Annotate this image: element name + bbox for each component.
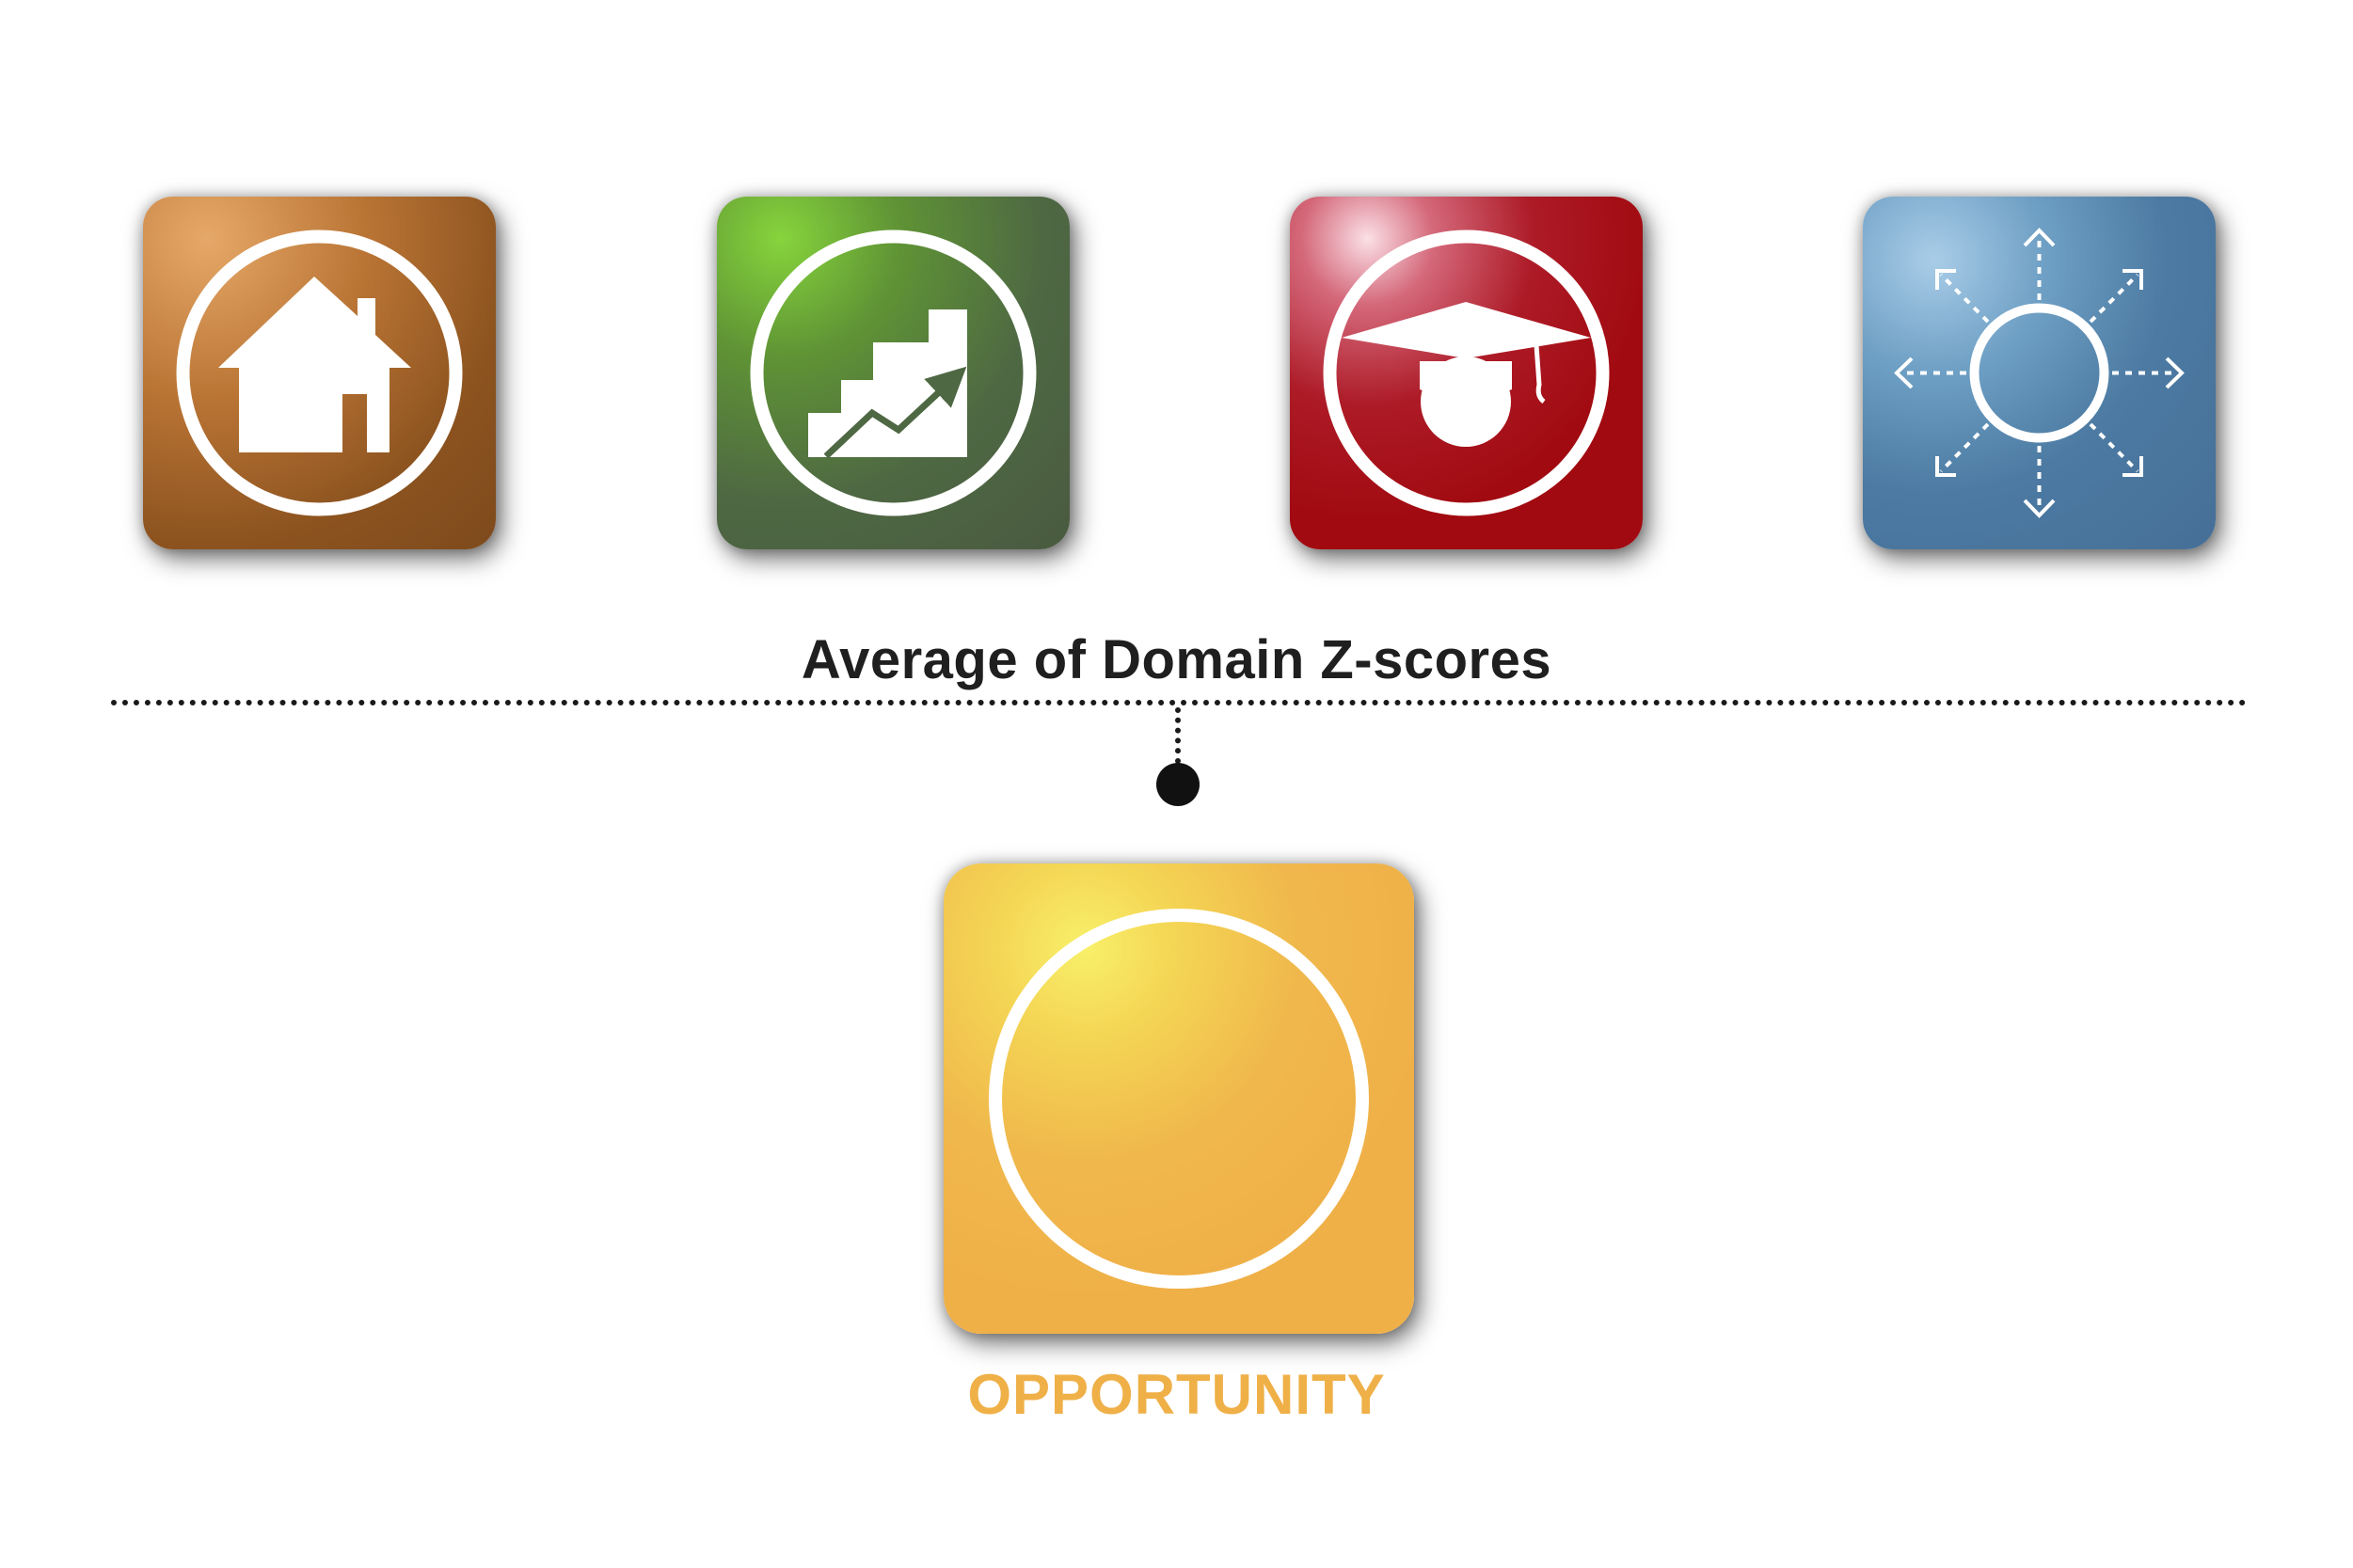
neighborhood-domain-tile [1863,197,2216,549]
graduation-cap-icon [1323,230,1610,516]
dotted-divider [111,700,2247,705]
rising-stairs-icon [750,230,1037,516]
result-label: OPPORTUNITY [967,1363,1386,1426]
circle-icon [989,909,1369,1289]
housing-domain-tile [143,197,496,549]
economic-domain-tile [717,197,1070,549]
opportunity-result-tile [944,863,1414,1334]
dotted-connector [1175,707,1181,764]
neighborhood-arrows-icon [1894,228,2185,518]
diagram-heading: Average of Domain Z-scores [801,629,1552,690]
house-icon [176,230,463,516]
connector-dot [1156,763,1200,806]
education-domain-tile [1290,197,1643,549]
